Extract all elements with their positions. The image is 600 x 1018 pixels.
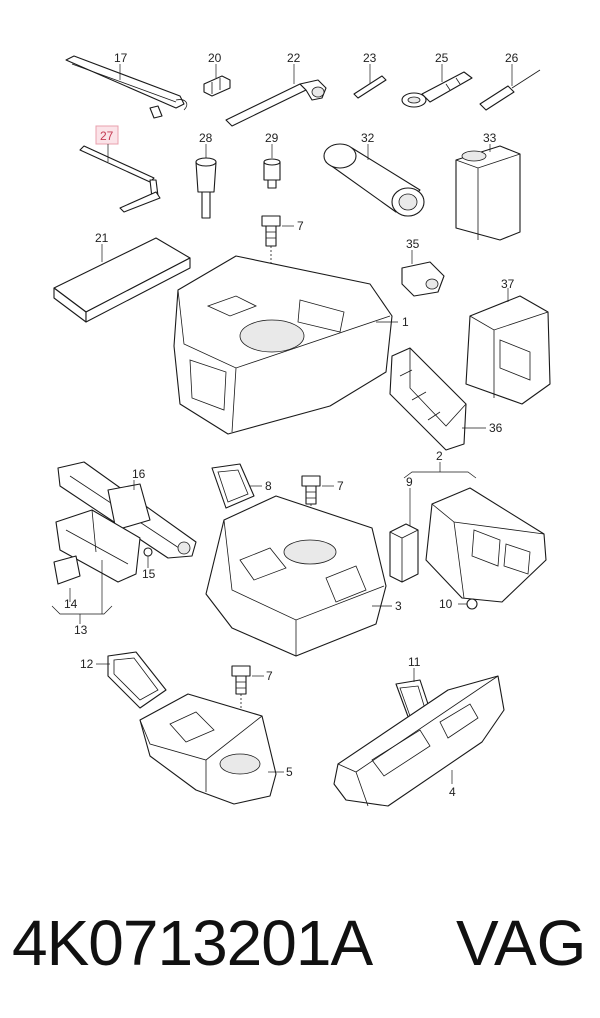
callout-1: 1 <box>402 315 409 329</box>
part-9-block <box>389 488 419 583</box>
callout-23: 23 <box>363 51 377 65</box>
part-3-foam-tray <box>205 495 392 657</box>
brand-name: VAG <box>456 907 587 979</box>
part-25-towing-eye <box>401 64 473 108</box>
callout-37: 37 <box>501 277 515 291</box>
callout-26: 26 <box>505 51 519 65</box>
callout-7-mid: 7 <box>337 479 344 493</box>
part-15-bolt <box>143 547 153 568</box>
part-27-crank-handle <box>79 125 161 213</box>
part-23-pin <box>353 64 387 99</box>
part-8-label <box>211 463 262 509</box>
part-2-tray-assembly <box>403 462 477 479</box>
callout-33: 33 <box>483 131 497 145</box>
part-36-insert <box>389 347 486 451</box>
callout-9: 9 <box>406 475 413 489</box>
exploded-parts-diagram: 17 20 22 23 25 26 27 28 29 32 33 21 7 35… <box>51 51 551 807</box>
callout-11: 11 <box>408 655 421 669</box>
part-13-jack-base <box>51 509 141 624</box>
part-26-screwdriver <box>479 64 541 111</box>
part-16-jack <box>57 461 197 559</box>
callout-13: 13 <box>74 623 88 637</box>
callout-3: 3 <box>395 599 402 613</box>
callout-14: 14 <box>64 597 78 611</box>
part-32-compressor <box>323 143 425 217</box>
part-37-bracket <box>465 288 551 405</box>
part-7-bolt-b <box>301 475 334 550</box>
callout-16: 16 <box>132 467 146 481</box>
callout-12: 12 <box>80 657 94 671</box>
callout-20: 20 <box>208 51 222 65</box>
part-29-nut <box>263 144 281 189</box>
part-1-foam-tray <box>173 255 398 435</box>
callout-36: 36 <box>489 421 503 435</box>
part-4-foam-insert <box>333 675 505 807</box>
callout-labels: 17 20 22 23 25 26 27 28 29 32 33 21 7 35… <box>64 51 519 799</box>
callout-27: 27 <box>100 129 114 143</box>
callout-7-bottom: 7 <box>266 669 273 683</box>
part-21-foam-pad <box>53 237 191 323</box>
callout-15: 15 <box>142 567 156 581</box>
callout-32: 32 <box>361 131 375 145</box>
callout-35: 35 <box>406 237 420 251</box>
part-17-jack-handle <box>65 55 188 119</box>
part-12-label <box>96 651 167 709</box>
part-number: 4K0713201A <box>12 907 373 979</box>
part-35-connector <box>401 250 445 297</box>
part-28-adapter <box>195 144 217 219</box>
part-5-foam-tray <box>139 693 284 805</box>
part-10-nut <box>458 598 478 610</box>
callout-10: 10 <box>439 597 453 611</box>
callout-5: 5 <box>286 765 293 779</box>
callout-2: 2 <box>436 449 443 463</box>
callout-7-top: 7 <box>297 219 304 233</box>
callout-29: 29 <box>265 131 279 145</box>
callout-25: 25 <box>435 51 449 65</box>
callout-21: 21 <box>95 231 109 245</box>
callout-28: 28 <box>199 131 213 145</box>
part-22-wheel-wrench <box>225 64 327 127</box>
callout-22: 22 <box>287 51 301 65</box>
part-33-sealant-box <box>455 144 521 241</box>
part-20-clip <box>203 64 231 97</box>
caption: 4K0713201A VAG <box>0 898 600 988</box>
callout-8: 8 <box>265 479 272 493</box>
callout-17: 17 <box>114 51 128 65</box>
callout-4: 4 <box>449 785 456 799</box>
part-2-insert-holder <box>425 487 547 603</box>
